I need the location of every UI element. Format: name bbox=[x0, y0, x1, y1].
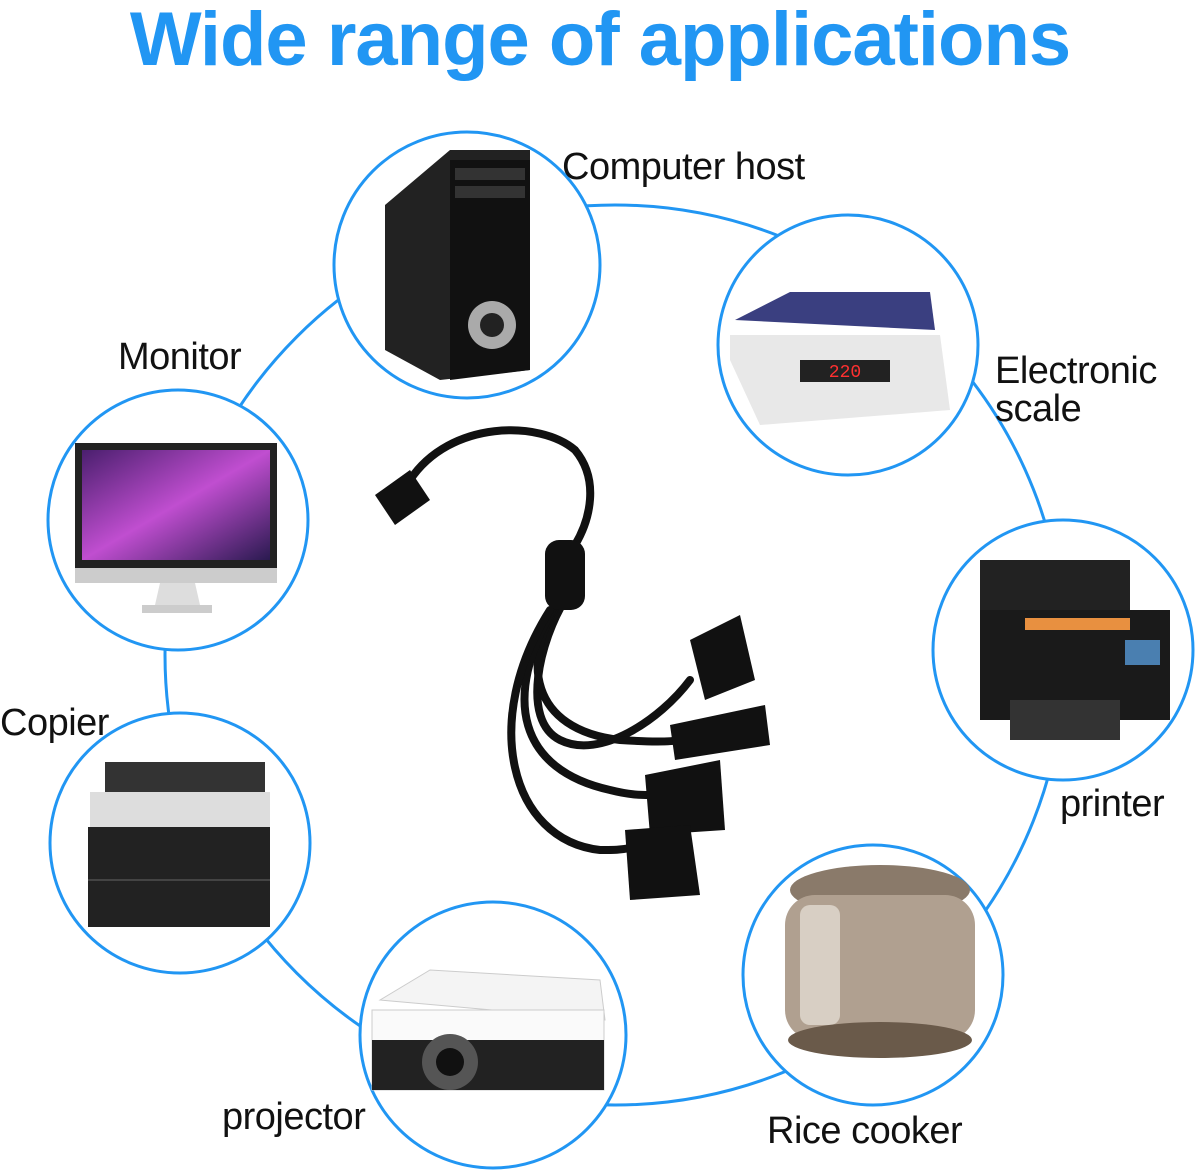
scale-display: 220 bbox=[829, 363, 861, 383]
scale-icon: 220 bbox=[716, 213, 980, 477]
copier-icon bbox=[48, 711, 312, 975]
label-printer: printer bbox=[1060, 783, 1165, 825]
label-projector: projector bbox=[222, 1096, 366, 1138]
splitter-cable-image bbox=[375, 426, 770, 900]
computer-tower-icon bbox=[332, 130, 602, 400]
monitor-icon bbox=[46, 388, 310, 652]
projector-icon bbox=[358, 900, 628, 1170]
label-computer-host: Computer host bbox=[562, 146, 805, 188]
page-title: Wide range of applications bbox=[129, 0, 1071, 82]
label-electronic-scale: Electronic scale bbox=[995, 350, 1157, 430]
printer-icon bbox=[931, 518, 1195, 782]
label-copier: Copier bbox=[0, 702, 109, 744]
rice-cooker-icon bbox=[741, 843, 1005, 1107]
label-rice-cooker: Rice cooker bbox=[767, 1110, 963, 1152]
label-monitor: Monitor bbox=[118, 336, 242, 378]
